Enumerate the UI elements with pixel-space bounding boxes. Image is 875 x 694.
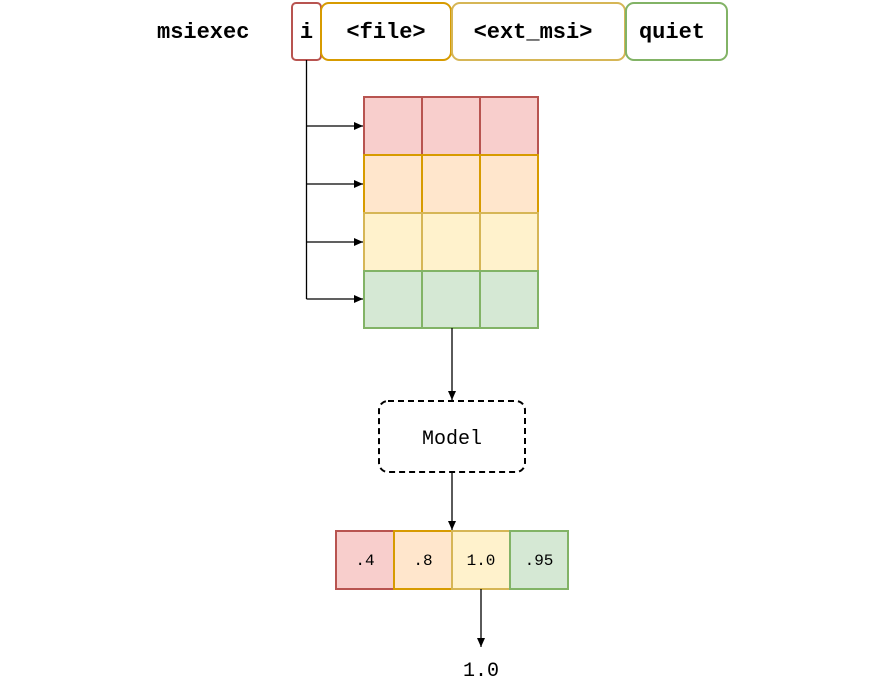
model-node: Model <box>378 400 526 473</box>
matrix-cell <box>421 270 481 329</box>
matrix-cell <box>421 96 481 156</box>
token-label-i: i <box>300 20 313 45</box>
token-label-ext-msi: <ext_msi> <box>474 20 593 45</box>
matrix-cell <box>421 154 481 214</box>
matrix-cell <box>479 212 539 272</box>
command-line: msiexec i <file> <ext_msi> quiet <box>157 2 728 61</box>
score-value: .4 <box>355 552 374 570</box>
token-label-quiet: quiet <box>639 20 705 45</box>
token-box-quiet <box>625 2 728 61</box>
matrix-cell <box>479 154 539 214</box>
matrix-cell <box>363 270 423 329</box>
token-to-matrix-arrows <box>305 60 363 303</box>
embedding-matrix <box>363 96 539 329</box>
model-label: Model <box>422 428 482 451</box>
matrix-cell <box>421 212 481 272</box>
score-vector: .4 .8 1.0 .95 <box>335 530 569 590</box>
matrix-cell <box>363 212 423 272</box>
matrix-cell <box>363 96 423 156</box>
matrix-cell <box>479 270 539 329</box>
matrix-cell <box>363 154 423 214</box>
matrix-cell <box>479 96 539 156</box>
score-value: .95 <box>525 552 554 570</box>
score-cell <box>393 530 453 590</box>
result-value: 1.0 <box>463 660 499 683</box>
token-label-file: <file> <box>346 20 425 45</box>
score-value: .8 <box>413 552 432 570</box>
command-program: msiexec <box>157 20 249 45</box>
score-value: 1.0 <box>467 552 496 570</box>
score-cell <box>509 530 569 590</box>
